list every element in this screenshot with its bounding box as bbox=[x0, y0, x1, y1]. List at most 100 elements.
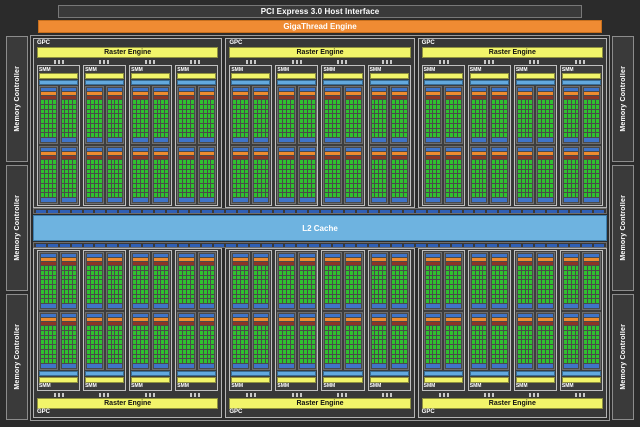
cuda-core bbox=[187, 114, 190, 118]
smm-3[interactable]: SMM bbox=[175, 65, 219, 206]
cuda-core bbox=[571, 285, 575, 289]
cuda-core bbox=[279, 299, 283, 303]
smm-1[interactable]: SMM bbox=[275, 65, 319, 206]
cuda-core bbox=[69, 280, 73, 284]
smm-0[interactable]: SMM bbox=[37, 65, 81, 206]
cuda-core bbox=[237, 114, 241, 118]
cuda-core bbox=[261, 169, 265, 174]
cuda-core bbox=[241, 275, 244, 280]
cuda-core bbox=[521, 109, 525, 114]
cuda-core bbox=[546, 193, 550, 197]
cuda-core bbox=[41, 275, 44, 280]
cuda-core bbox=[575, 128, 579, 133]
smm-0[interactable]: SMM bbox=[421, 65, 465, 206]
smm-1[interactable]: SMM bbox=[83, 65, 127, 206]
cuda-core bbox=[492, 285, 496, 289]
smm-load-store-band bbox=[41, 138, 56, 142]
cuda-core bbox=[207, 128, 211, 133]
cuda-core bbox=[399, 174, 403, 178]
cuda-core bbox=[179, 266, 183, 270]
smm-2[interactable]: SMM bbox=[321, 250, 365, 391]
cuda-core bbox=[479, 285, 483, 289]
cuda-core bbox=[375, 109, 379, 114]
cuda-core bbox=[153, 349, 157, 354]
cuda-core bbox=[329, 123, 333, 128]
cuda-core bbox=[517, 104, 521, 109]
cuda-core bbox=[567, 340, 571, 344]
cuda-core bbox=[450, 289, 453, 294]
cuda-core bbox=[450, 335, 453, 340]
cuda-core bbox=[379, 340, 383, 344]
smm-2[interactable]: SMM bbox=[321, 65, 365, 206]
cuda-core bbox=[179, 294, 183, 299]
smm-1[interactable]: SMM bbox=[83, 250, 127, 391]
smm-1[interactable]: SMM bbox=[467, 65, 511, 206]
cuda-core bbox=[353, 289, 357, 294]
smm-band-warp-scheduler bbox=[133, 92, 148, 95]
smm-3[interactable]: SMM bbox=[367, 250, 411, 391]
cuda-core-grid bbox=[279, 160, 294, 197]
cuda-core bbox=[119, 188, 123, 193]
cuda-core bbox=[346, 270, 349, 275]
cuda-core bbox=[446, 330, 450, 335]
cuda-core bbox=[425, 294, 429, 299]
cuda-core bbox=[111, 169, 115, 174]
smm-load-store-band bbox=[446, 304, 461, 308]
cuda-core bbox=[353, 169, 357, 174]
cuda-core bbox=[157, 359, 161, 363]
cuda-core bbox=[375, 335, 379, 340]
cuda-core bbox=[61, 335, 65, 340]
cuda-core bbox=[161, 188, 165, 193]
smm-2[interactable]: SMM bbox=[129, 65, 173, 206]
cuda-core bbox=[140, 335, 144, 340]
cuda-core bbox=[187, 100, 190, 104]
smm-2[interactable]: SMM bbox=[513, 65, 557, 206]
cuda-core bbox=[503, 109, 507, 114]
cuda-core bbox=[529, 123, 533, 128]
cuda-core bbox=[371, 359, 375, 363]
cuda-core bbox=[492, 270, 496, 275]
smm-3[interactable]: SMM bbox=[175, 250, 219, 391]
cuda-core bbox=[450, 270, 453, 275]
smm-3[interactable]: SMM bbox=[559, 250, 603, 391]
cuda-core bbox=[161, 183, 165, 188]
cuda-core bbox=[383, 275, 387, 280]
smm-3[interactable]: SMM bbox=[367, 65, 411, 206]
cuda-core bbox=[437, 179, 441, 183]
smm-band-register-file bbox=[346, 156, 361, 159]
cuda-core bbox=[179, 330, 183, 335]
crossbar-segment bbox=[439, 243, 450, 247]
cuda-core bbox=[492, 326, 496, 330]
cuda-core bbox=[144, 114, 148, 118]
cuda-core bbox=[353, 326, 357, 330]
smm-3[interactable]: SMM bbox=[559, 65, 603, 206]
cuda-core bbox=[542, 128, 546, 133]
cuda-core bbox=[399, 179, 403, 183]
smm-band-register-file bbox=[563, 96, 579, 99]
smm-0[interactable]: SMM bbox=[37, 250, 81, 391]
cuda-core bbox=[299, 179, 303, 183]
cuda-core bbox=[383, 285, 387, 289]
smm-processing-blocks bbox=[469, 252, 509, 370]
smm-1[interactable]: SMM bbox=[467, 250, 511, 391]
cuda-core bbox=[349, 193, 353, 197]
smm-quadrant-3 bbox=[105, 146, 125, 204]
memory-controller-right-0: Memory Controller bbox=[612, 36, 634, 162]
smm-1[interactable]: SMM bbox=[275, 250, 319, 391]
cuda-core bbox=[379, 359, 383, 363]
cuda-core bbox=[483, 174, 487, 178]
smm-2[interactable]: SMM bbox=[129, 250, 173, 391]
smm-0[interactable]: SMM bbox=[229, 250, 273, 391]
smm-0[interactable]: SMM bbox=[421, 250, 465, 391]
cuda-core bbox=[291, 299, 294, 303]
cuda-core bbox=[446, 123, 450, 128]
smm-0[interactable]: SMM bbox=[229, 65, 273, 206]
smm-2[interactable]: SMM bbox=[513, 250, 557, 391]
cuda-core bbox=[237, 285, 241, 289]
